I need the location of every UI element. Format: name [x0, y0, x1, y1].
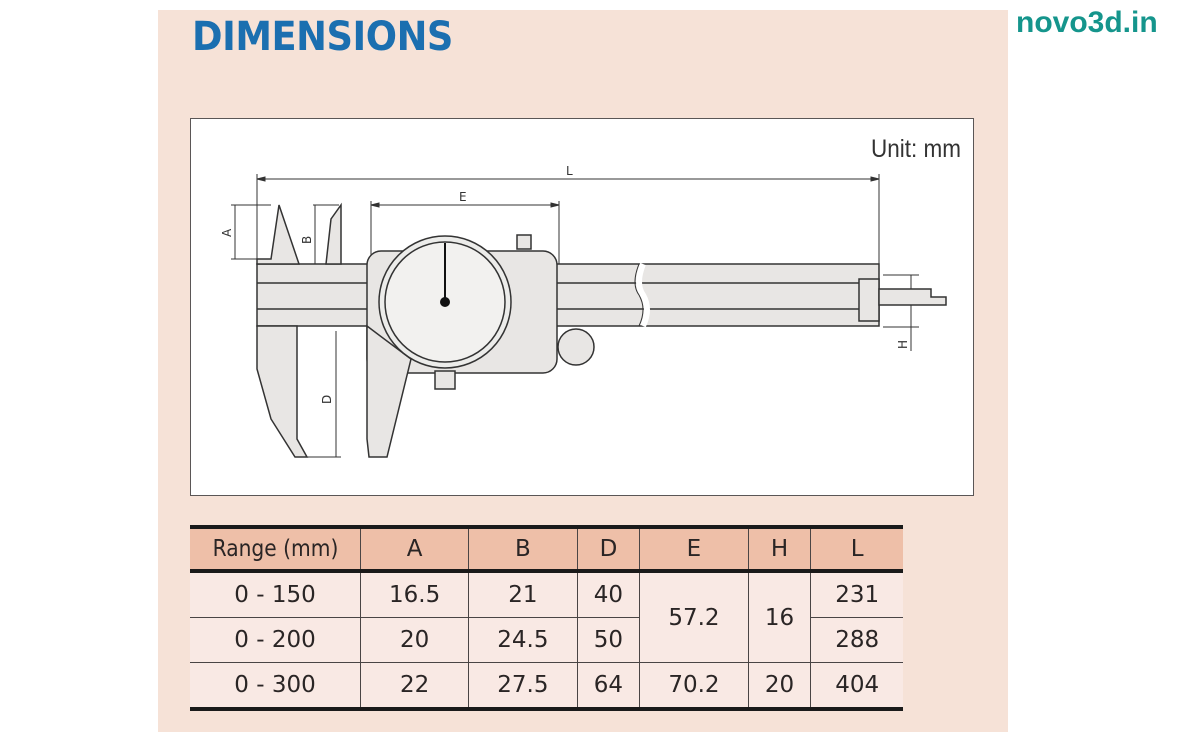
caliper-drawing: L E A B D H: [220, 164, 947, 458]
cell-range: 0 - 200: [190, 617, 361, 663]
cell-l: 231: [810, 571, 903, 618]
dim-label-H: H: [896, 340, 910, 349]
caliper-diagram: Unit: mm: [190, 118, 974, 496]
col-header-l: L: [810, 525, 903, 573]
table-header-row: Range (mm) A B D E H L: [190, 525, 903, 573]
cell-l: 288: [810, 617, 903, 663]
dim-label-L: L: [566, 164, 573, 178]
table-row: 0 - 200 20 24.5 50 288: [190, 617, 903, 663]
unit-label: Unit: mm: [871, 135, 961, 163]
brand-watermark: novo3d.in: [1016, 6, 1158, 39]
col-header-h: H: [747, 525, 811, 573]
cell-a: 22: [359, 662, 469, 711]
table-row: 0 - 300 22 27.5 64 70.2 20 404: [190, 662, 903, 711]
col-header-e: E: [639, 525, 749, 573]
cell-a: 20: [359, 617, 469, 663]
col-header-range: Range (mm): [190, 525, 361, 573]
cell-b: 24.5: [468, 617, 578, 663]
cell-h-merged: 16: [747, 571, 811, 663]
dim-label-E: E: [459, 190, 467, 204]
cell-h: 20: [747, 662, 811, 711]
cell-range: 0 - 150: [190, 571, 361, 618]
dim-label-A: A: [220, 228, 234, 237]
dim-label-D: D: [320, 395, 334, 404]
cell-range: 0 - 300: [190, 662, 361, 711]
cell-b: 21: [468, 571, 578, 618]
cell-b: 27.5: [468, 662, 578, 711]
cell-d: 40: [576, 571, 640, 618]
cell-a: 16.5: [359, 571, 469, 618]
dimensions-table: Range (mm) A B D E H L 0 - 150 16.5 21 4…: [190, 525, 903, 711]
cell-e-merged: 57.2: [639, 571, 749, 663]
cell-d: 64: [576, 662, 640, 711]
dim-label-B: B: [300, 236, 314, 244]
table-row: 0 - 150 16.5 21 40 57.2 16 231: [190, 571, 903, 663]
col-header-a: A: [359, 525, 469, 573]
col-header-b: B: [468, 525, 578, 573]
cell-e: 70.2: [639, 662, 749, 711]
cell-d: 50: [576, 617, 640, 663]
cell-l: 404: [810, 662, 903, 711]
col-header-d: D: [576, 525, 640, 573]
page-title: DIMENSIONS: [192, 14, 453, 60]
